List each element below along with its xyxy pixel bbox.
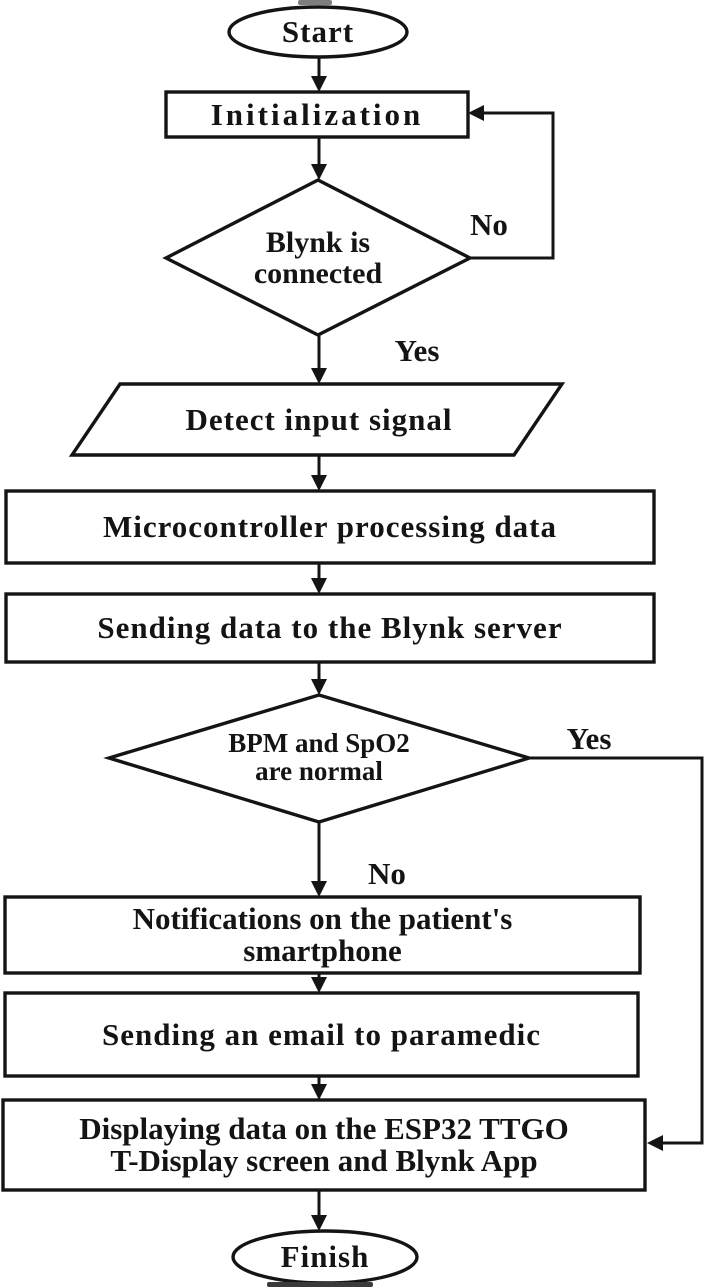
notifications-label: Notifications on the patient's smartphon… <box>132 901 513 968</box>
blynk-connected-decision-shape <box>162 178 474 337</box>
blynk-connected-label: Blynk is connected <box>253 226 383 290</box>
arrowhead-initialization <box>311 76 327 92</box>
arrowhead-yes-bypass <box>647 1135 663 1151</box>
microcontroller-label: Microcontroller processing data <box>102 509 558 545</box>
scan-artifact-bottom <box>267 1282 373 1287</box>
arrowhead-detect <box>311 368 327 384</box>
sending-server-process-shape <box>4 592 656 664</box>
arrowhead-notifications <box>311 881 327 897</box>
edge-label-no-blynk: No <box>470 207 508 243</box>
edge-label-no-normal: No <box>368 856 406 892</box>
vitals-normal-label: BPM and SpO2 are normal <box>228 728 410 786</box>
start-terminator-shape <box>227 5 409 59</box>
arrowhead-email <box>311 977 327 993</box>
edge-label-yes-normal: Yes <box>566 721 612 757</box>
shapes <box>1 5 656 1285</box>
detect-input-io-shape <box>68 382 566 457</box>
detect-input-label: Detect input signal <box>185 402 453 438</box>
notifications-process-shape <box>3 895 642 975</box>
connectors <box>317 57 704 1218</box>
initialization-label: Initialization <box>210 96 424 132</box>
arrowhead-finish <box>311 1215 327 1231</box>
email-process-shape <box>3 991 640 1078</box>
arrowhead-microcontroller <box>311 475 327 491</box>
arrowhead-no-loop <box>468 105 484 121</box>
vitals-normal-decision-shape <box>103 693 535 824</box>
arrowhead-decision1 <box>311 164 327 180</box>
connector-no-loop <box>470 111 555 260</box>
microcontroller-process-shape <box>4 489 656 565</box>
displaying-label: Displaying data on the ESP32 TTGO T-Disp… <box>79 1111 569 1178</box>
arrowhead-sending <box>311 578 327 594</box>
sending-server-label: Sending data to the Blynk server <box>97 610 563 646</box>
displaying-process-shape <box>1 1098 647 1192</box>
arrowheads <box>311 76 663 1231</box>
connector-yes-bypass <box>529 756 704 1145</box>
start-label: Start <box>281 14 355 50</box>
email-paramedic-label: Sending an email to paramedic <box>102 1016 541 1052</box>
arrowhead-displaying <box>311 1084 327 1100</box>
scan-artifact-top <box>298 0 332 5</box>
finish-label: Finish <box>280 1239 370 1275</box>
initialization-process-shape <box>164 90 470 139</box>
edge-label-yes-blynk: Yes <box>394 333 440 369</box>
arrowhead-decision2 <box>311 679 327 695</box>
